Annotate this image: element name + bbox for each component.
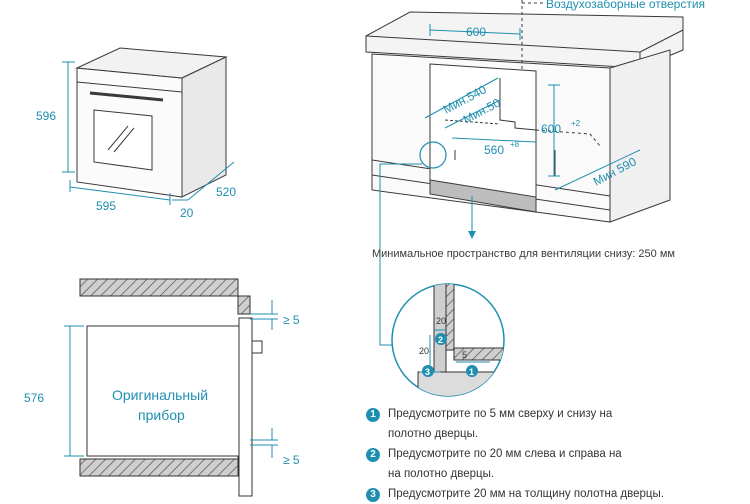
gap-bottom-label: ≥ 5 [283,453,300,467]
oven-door-label: 20 [180,206,194,220]
detail-badge-2-bg [435,333,447,345]
air-vents-label: Воздухозаборные отверстия [546,0,705,11]
cabinet-isometric [365,0,684,223]
note-badge-1: 1 [366,408,380,422]
oven-depth-label: 520 [216,185,236,199]
oven-isometric [75,47,228,198]
note-2-line2: на полотно дверцы. [388,468,495,480]
side-view-dimension-lines [64,300,278,458]
note-3-line1: Предусмотрите 20 мм на толщину полотна д… [388,488,664,500]
detail-20-top: 20 [436,316,446,326]
cabinet-height-label: 600 [541,122,561,136]
note-2-line1: Предусмотрите по 20 мм слева и справа на [388,448,622,460]
oven-dimension-lines [62,61,235,205]
note-1-line1: Предусмотрите по 5 мм сверху и снизу на [388,408,613,420]
notes-list: 1 Предусмотрите по 5 мм сверху и снизу н… [366,404,746,504]
oven-height-label: 596 [36,109,56,123]
cabinet-inner-width-label: 560 [484,143,504,157]
side-view-height-label: 576 [24,391,44,405]
detail-20-left: 20 [419,346,429,356]
note-item-3: 3 Предусмотрите 20 мм на толщину полотна… [366,484,746,504]
detail-badge-3-bg [422,365,434,377]
note-item-2: 2 Предусмотрите по 20 мм слева и справа … [366,444,746,484]
detail-badge-2: 2 [438,335,443,345]
ventilation-note: Минимальное пространство для вентиляции … [372,248,675,260]
gap-top-label: ≥ 5 [283,313,300,327]
side-view [79,278,263,497]
oven-width-label: 595 [96,199,116,213]
detail-badge-1: 1 [469,367,474,377]
cabinet-top-width-label: 600 [466,25,486,39]
detail-magnifier [391,283,505,397]
note-item-1: 1 Предусмотрите по 5 мм сверху и снизу н… [366,404,746,444]
note-1-line2: полотно дверцы. [388,428,479,440]
cabinet-height-tol: +2 [571,119,581,128]
detail-5: 5 [462,350,467,360]
detail-badge-1-bg [466,365,478,377]
original-device-label-line2: прибор [138,407,185,423]
note-badge-2: 2 [366,448,380,462]
detail-callout-circle [419,141,447,169]
original-device-label-line1: Оригинальный [112,387,208,403]
cabinet-dimension-lines [424,24,641,239]
cabinet-inner-width-tol: +8 [510,140,520,149]
note-badge-3: 3 [366,488,380,502]
detail-badge-3: 3 [425,367,430,377]
